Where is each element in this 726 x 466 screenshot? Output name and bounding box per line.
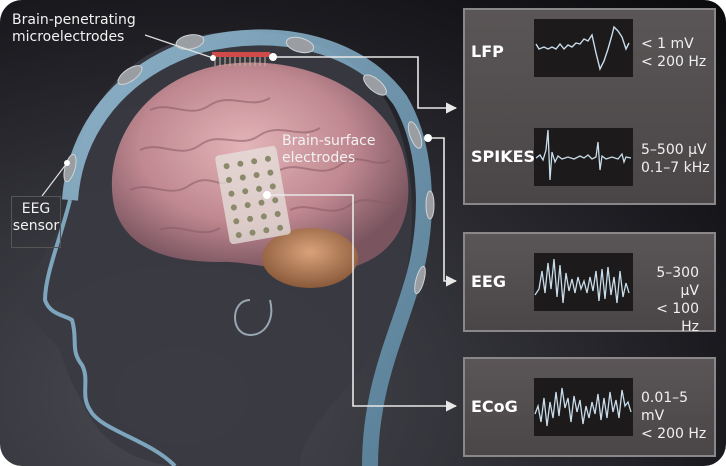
face-profile-outline [42,199,177,466]
connector-lines [267,56,458,412]
spikes-waveform [534,128,633,186]
eeg-waveform [534,253,633,311]
brain-gyri [129,97,396,234]
ear [234,299,273,337]
eeg-ranges: 5–300 µV < 100 Hz [637,264,699,336]
spikes-amplitude: 5–500 µV [641,142,707,158]
microelectrode-leader [144,34,214,59]
ecog-panel: ECoG 0.01–5 mV < 200 Hz [463,357,716,457]
intracortical-signals-panel: LFP < 1 mV < 200 Hz SPIKES 5–500 µV 0.1–… [463,8,716,205]
eeg-amplitude: 5–300 µV [656,265,699,299]
ecog-waveform [534,378,633,436]
microelectrodes-label: Brain-penetrating microelectrodes [12,12,136,46]
spikes-ranges: 5–500 µV 0.1–7 kHz [641,141,710,177]
lfp-amplitude: < 1 mV [641,36,694,52]
eeg-sensor-label: EEG sensor [11,196,61,248]
lfp-ranges: < 1 mV < 200 Hz [641,35,706,71]
ecog-amplitude: 0.01–5 mV [641,390,689,424]
eeg-frequency: < 100 Hz [656,301,699,335]
signal-name-spikes: SPIKES [471,147,536,166]
label-line: microelectrodes [12,29,125,45]
surface-electrode-grid [215,145,291,245]
signal-name-lfp: LFP [471,42,504,61]
eeg-connector [428,137,458,287]
ecog-connector [267,194,458,412]
lfp-connector [273,56,458,114]
microelectrode-array [212,52,270,66]
surface-electrodes-label: Brain-surface electrodes [282,133,376,167]
cerebellum [262,228,358,288]
lfp-waveform [534,19,633,77]
eeg-sensor-leader [41,162,68,197]
spikes-frequency: 0.1–7 kHz [641,160,710,176]
signal-name-ecog: ECoG [471,397,518,416]
eeg-panel: EEG 5–300 µV < 100 Hz [463,232,716,335]
ecog-ranges: 0.01–5 mV < 200 Hz [641,389,714,443]
signal-name-eeg: EEG [471,272,506,291]
label-line: electrodes [282,150,356,166]
label-line: Brain-surface [282,133,376,149]
label-line: Brain-penetrating [12,12,136,28]
lfp-frequency: < 200 Hz [641,54,707,70]
label-line: EEG [21,201,51,217]
eeg-sensor-pads [63,34,435,295]
ecog-frequency: < 200 Hz [641,426,707,442]
label-line: sensor [12,218,60,234]
